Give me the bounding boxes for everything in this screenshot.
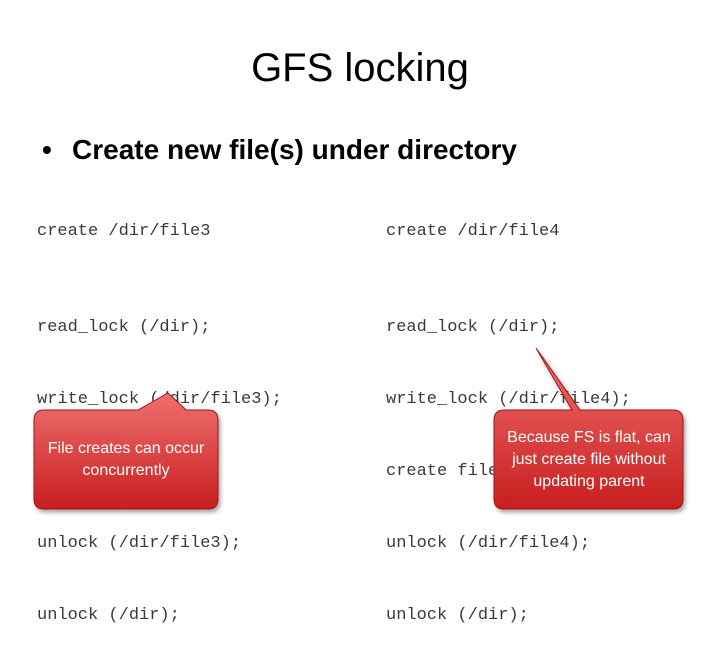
code-line: read_lock (/dir); bbox=[386, 318, 560, 337]
code-header-right: create /dir/file4 bbox=[386, 222, 560, 241]
callout-bubble-right bbox=[493, 347, 684, 510]
callout-bubble-left bbox=[33, 392, 219, 510]
code-line: unlock (/dir); bbox=[386, 606, 529, 625]
bullet-text: Create new file(s) under directory bbox=[72, 134, 518, 165]
slide-title: GFS locking bbox=[251, 46, 469, 90]
code-line: read_lock (/dir); bbox=[37, 318, 211, 337]
code-line: write_lock (/dir/file3); bbox=[37, 390, 282, 409]
callout-text-right: Because FS is flat, can just create file… bbox=[507, 429, 671, 490]
bullet-icon: • bbox=[42, 134, 52, 165]
callout-layer bbox=[33, 347, 684, 510]
code-header-left: create /dir/file3 bbox=[37, 222, 211, 241]
code-line: write_lock (/dir/file4); bbox=[386, 390, 631, 409]
code-line: unlock (/dir); bbox=[37, 606, 180, 625]
bullet-item: • Create new file(s) under directory bbox=[42, 132, 517, 168]
callout-text-left: File creates can occur concurrently bbox=[47, 440, 205, 479]
